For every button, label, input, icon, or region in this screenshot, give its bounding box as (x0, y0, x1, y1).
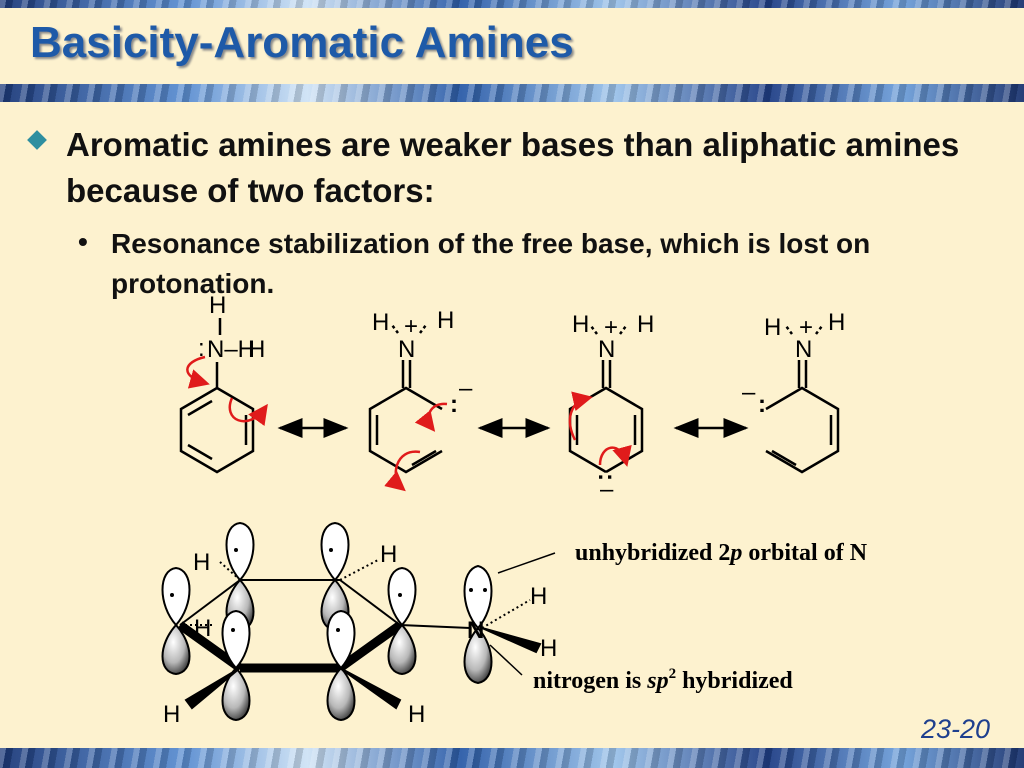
s4-h-right: H (828, 309, 845, 336)
orbital-n: N (467, 617, 484, 644)
s3-n: N (598, 336, 615, 363)
bottom-decorative-band (0, 748, 1024, 768)
sub-bullet-text: Resonance stabilization of the free base… (111, 228, 871, 299)
unhybridized-orbital-label: unhybridized 2p orbital of N (575, 540, 868, 566)
orbital-h-2: H (380, 541, 397, 568)
s2-arrow-1 (414, 402, 448, 432)
resonance-structure-3 (568, 325, 644, 474)
s3-lone-pair: : (593, 473, 620, 481)
s3-arrow-1 (568, 391, 593, 441)
orbital-h-7: H (540, 635, 557, 662)
orbital-h-1: H (193, 549, 210, 576)
s4-minus: – (742, 379, 756, 406)
s2-lone-pair: : (450, 391, 458, 418)
s2-minus: – (459, 375, 473, 402)
s4-h-left: H (764, 314, 781, 341)
slide-number: 23-20 (920, 714, 990, 744)
s3-plus: + (604, 314, 618, 341)
sp2-hybridized-label: nitrogen is sp2 hybridized (533, 666, 793, 694)
aniline-lone-pair: : (198, 335, 205, 362)
s3-arrow-2 (598, 444, 632, 467)
s2-arrow-2 (384, 450, 421, 492)
s4-plus: + (799, 314, 813, 341)
s3-h-left: H (572, 311, 589, 338)
orbital-h-5: H (408, 701, 425, 728)
s4-lone-pair: : (758, 391, 766, 418)
s3-h-right: H (637, 311, 654, 338)
aniline-h-top: H (209, 292, 226, 319)
aniline-arrow-1 (186, 355, 210, 389)
aniline-h-right: H (248, 336, 265, 363)
s2-plus: + (404, 313, 418, 340)
title-decorative-band (0, 84, 1024, 102)
s4-n: N (795, 336, 812, 363)
resonance-structure-2 (368, 324, 443, 474)
orbital-h-4: H (163, 701, 180, 728)
s3-minus: – (600, 476, 614, 503)
s2-n: N (398, 336, 415, 363)
orbital-h-6: H (530, 583, 547, 610)
s2-h-right: H (437, 307, 454, 334)
orbital-h-3: H (194, 615, 211, 642)
orbital-diagram: H H H H H H H N unhybridized 2p orbital … (161, 521, 868, 728)
sub-bullet-marker: • (78, 226, 88, 257)
aniline-arrow-2 (228, 397, 268, 427)
resonance-structure-4 (765, 325, 840, 474)
slide-title: Basicity-Aromatic Amines (30, 18, 574, 67)
aniline-n-h: N–H (207, 336, 255, 363)
main-bullet-text: Aromatic amines are weaker bases than al… (66, 126, 960, 209)
s2-h-left: H (372, 309, 389, 336)
top-decorative-band (0, 0, 1024, 8)
